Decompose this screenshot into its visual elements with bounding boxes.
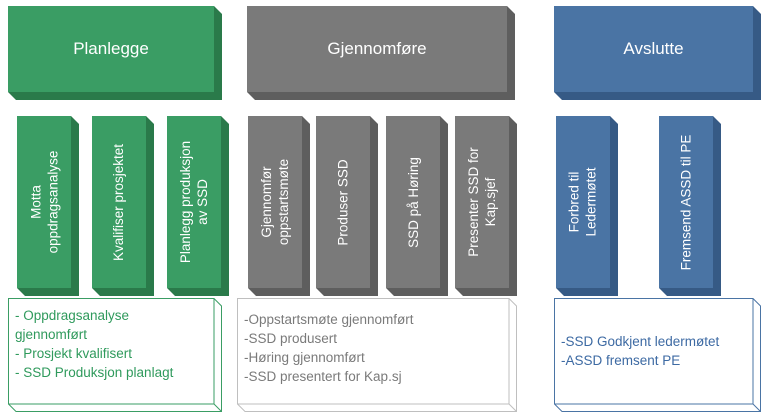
notes-list: - Oppdragsanalyse gjennomført - Prosjekt… bbox=[8, 300, 214, 388]
note-line: -ASSD fremsent PE bbox=[561, 353, 681, 368]
note-line: -SSD presentert for Kap.sj bbox=[244, 369, 402, 384]
box-3d-shape bbox=[659, 116, 721, 296]
phase-header-avslutte: Avslutte bbox=[554, 6, 761, 100]
box-3d-shape bbox=[92, 116, 154, 296]
box-3d-shape bbox=[17, 116, 79, 296]
phase-header-gjennomfore: Gjennomføre bbox=[247, 6, 515, 100]
step-label: Fremsend ASSD til PE bbox=[678, 134, 694, 270]
box-3d-shape bbox=[556, 116, 618, 296]
box-3d-shape bbox=[455, 116, 517, 296]
note-line: -SSD produsert bbox=[244, 331, 338, 346]
step-label: Planlegg produksjon av SSD bbox=[178, 140, 210, 264]
step-box: Kvalifiser prosjektet bbox=[92, 116, 154, 296]
notes-box-avslutte: -SSD Godkjent ledermøtet -ASSD fremsent … bbox=[554, 298, 761, 412]
note-line: - Prosjekt kvalifisert bbox=[15, 346, 133, 361]
box-3d-shape bbox=[167, 116, 229, 296]
notes-list: -SSD Godkjent ledermøtet -ASSD fremsent … bbox=[554, 326, 753, 376]
notes-box-gjennomfore: -Oppstartsmøte gjennomført -SSD produser… bbox=[237, 298, 517, 412]
box-3d-shape bbox=[248, 116, 310, 296]
phase-header-planlegge: Planlegge bbox=[8, 6, 222, 100]
phase-title: Planlegge bbox=[73, 39, 149, 58]
step-box: Planlegg produksjon av SSD bbox=[167, 116, 229, 296]
step-label: SSD på Høring bbox=[405, 156, 421, 248]
notes-list: -Oppstartsmøte gjennomført -SSD produser… bbox=[237, 304, 509, 392]
phase-title: Avslutte bbox=[623, 39, 684, 58]
box-3d-shape bbox=[247, 6, 515, 100]
step-label: Gjennomfør oppstartsmøte bbox=[259, 158, 291, 246]
box-3d-shape bbox=[554, 6, 761, 100]
step-label: Forbred til Ledermøtet bbox=[567, 167, 599, 237]
step-box: Presenter SSD for Kap.sjef bbox=[455, 116, 517, 296]
step-box: Produser SSD bbox=[316, 116, 378, 296]
step-box: Forbred til Ledermøtet bbox=[556, 116, 618, 296]
note-line: - SSD Produksjon planlagt bbox=[15, 365, 174, 380]
note-line: -SSD Godkjent ledermøtet bbox=[561, 334, 720, 349]
note-line: gjennomført bbox=[15, 327, 88, 342]
note-line: - Oppdragsanalyse bbox=[15, 308, 130, 323]
step-label: Kvalifiser prosjektet bbox=[111, 143, 127, 261]
box-outline-shape bbox=[8, 298, 222, 412]
step-box: Fremsend ASSD til PE bbox=[659, 116, 721, 296]
notes-box-planlegge: - Oppdragsanalyse gjennomført - Prosjekt… bbox=[8, 298, 222, 412]
step-box: Gjennomfør oppstartsmøte bbox=[248, 116, 310, 296]
step-label: Produser SSD bbox=[335, 158, 351, 246]
step-label: Presenter SSD for Kap.sjef bbox=[466, 147, 499, 257]
phase-title: Gjennomføre bbox=[327, 39, 427, 58]
note-line: -Høring gjennomført bbox=[244, 350, 365, 365]
step-box: SSD på Høring bbox=[386, 116, 448, 296]
note-line: -Oppstartsmøte gjennomført bbox=[244, 312, 414, 327]
step-label: Motta oppdragsanalyse bbox=[28, 150, 61, 254]
box-3d-shape bbox=[386, 116, 448, 296]
box-outline-shape bbox=[237, 298, 517, 412]
box-3d-shape bbox=[316, 116, 378, 296]
step-box: Motta oppdragsanalyse bbox=[17, 116, 79, 296]
box-outline-shape bbox=[554, 298, 761, 412]
box-3d-shape bbox=[8, 6, 222, 100]
